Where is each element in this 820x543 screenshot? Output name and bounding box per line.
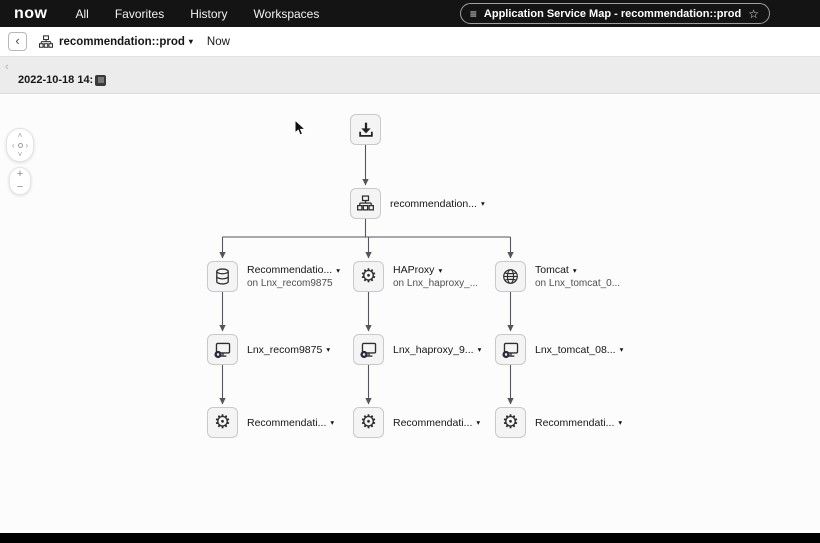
pan-down-icon[interactable]: ˅ [17, 150, 23, 159]
app-node-host: on Lnx_haproxy_... [393, 278, 479, 289]
timestamp-label: 2022-10-18 14: [18, 74, 94, 86]
nav-item-all[interactable]: All [75, 6, 89, 21]
nav-item-workspaces[interactable]: Workspaces [253, 6, 320, 21]
map-node-process-1[interactable]: ⚙ Recommendati... ▾ [207, 407, 334, 438]
sitemap-icon[interactable] [350, 188, 381, 219]
node-menu-caret-icon[interactable]: ▾ [336, 265, 340, 275]
map-node-entry-point[interactable] [350, 114, 381, 145]
database-icon[interactable] [207, 261, 238, 292]
node-menu-caret-icon[interactable]: ▾ [477, 345, 482, 354]
map-node-process-2[interactable]: ⚙ Recommendati... ▾ [353, 407, 480, 438]
map-node-server-recom[interactable]: Lnx_recom9875 ▾ [207, 334, 330, 365]
menu-icon: ≡ [469, 6, 477, 21]
time-mode-now[interactable]: Now [206, 35, 230, 48]
now-logo[interactable]: now [14, 4, 48, 22]
pan-right-icon[interactable]: › [25, 140, 29, 150]
map-node-app-recommendation[interactable]: Recommendatio... ▾ on Lnx_recom9875 [207, 261, 340, 292]
sitemap-icon [39, 34, 53, 49]
app-node-label: HAProxy [393, 264, 435, 276]
time-band: ‹ 2022-10-18 14: [0, 57, 820, 94]
node-menu-caret-icon[interactable]: ▾ [438, 265, 443, 275]
service-map-canvas[interactable]: ˄ ‹ › ˅ + − [0, 95, 820, 533]
server-icon[interactable] [207, 334, 238, 365]
gear-icon[interactable]: ⚙ [353, 407, 384, 438]
service-node-label: recommendation... [390, 197, 477, 210]
node-menu-caret-icon[interactable]: ▾ [326, 345, 331, 354]
connector-lines [219, 145, 514, 405]
main-menu: All Favorites History Workspaces [76, 7, 320, 21]
back-button[interactable]: ‹ [8, 32, 27, 51]
app-node-host: on Lnx_tomcat_0... [535, 278, 621, 289]
node-menu-caret-icon[interactable]: ▾ [480, 199, 485, 208]
node-menu-caret-icon[interactable]: ▾ [476, 418, 481, 427]
gear-icon[interactable]: ⚙ [207, 407, 238, 438]
node-menu-caret-icon[interactable]: ▾ [330, 418, 335, 427]
gear-icon[interactable]: ⚙ [495, 407, 526, 438]
app-node-label: Recommendatio... [247, 264, 333, 276]
map-node-service[interactable]: recommendation... ▾ [350, 188, 485, 219]
page-title: Application Service Map - recommendation… [483, 7, 742, 20]
server-node-label: Lnx_tomcat_08... [535, 343, 616, 356]
app-node-label: Tomcat [535, 264, 569, 276]
mouse-cursor [294, 118, 308, 142]
globe-icon[interactable] [495, 261, 526, 292]
server-icon[interactable] [495, 334, 526, 365]
service-selector-label: recommendation::prod [59, 35, 185, 48]
zoom-out-button[interactable]: − [16, 181, 24, 193]
nav-item-favorites[interactable]: Favorites [114, 6, 165, 21]
nav-item-history[interactable]: History [190, 6, 228, 21]
pan-left-icon[interactable]: ‹ [11, 140, 15, 150]
time-selector-icon[interactable] [95, 74, 107, 86]
map-node-app-haproxy[interactable]: ⚙ HAProxy ▾ on Lnx_haproxy_... [353, 261, 478, 292]
pan-compass[interactable]: ˄ ‹ › ˅ [6, 128, 34, 162]
chevron-down-icon: ▾ [188, 37, 193, 46]
bottom-bar [0, 533, 820, 543]
gear-icon[interactable]: ⚙ [353, 261, 384, 292]
favorite-star-icon[interactable]: ☆ [748, 6, 759, 21]
server-icon[interactable] [353, 334, 384, 365]
map-node-app-tomcat[interactable]: Tomcat ▾ on Lnx_tomcat_0... [495, 261, 620, 292]
process-node-label: Recommendati... [535, 416, 615, 429]
service-selector[interactable]: recommendation::prod ▾ [59, 36, 193, 48]
entry-download-icon[interactable] [350, 114, 381, 145]
top-nav: now All Favorites History Workspaces ≡ A… [0, 0, 820, 27]
map-node-server-haproxy[interactable]: Lnx_haproxy_9... ▾ [353, 334, 481, 365]
server-node-label: Lnx_recom9875 [247, 343, 323, 356]
zoom-control[interactable]: + − [9, 167, 31, 195]
page-title-pill[interactable]: ≡ Application Service Map - recommendati… [459, 3, 770, 24]
pan-up-icon[interactable]: ˄ [17, 131, 23, 140]
collapse-panel-icon[interactable]: ‹ [5, 61, 9, 73]
node-menu-caret-icon[interactable]: ▾ [618, 418, 623, 427]
timestamp-row: 2022-10-18 14: [18, 74, 107, 86]
pan-center-icon[interactable] [17, 142, 23, 148]
process-node-label: Recommendati... [247, 416, 327, 429]
map-node-server-tomcat[interactable]: Lnx_tomcat_08... ▾ [495, 334, 623, 365]
node-menu-caret-icon[interactable]: ▾ [572, 265, 577, 275]
node-menu-caret-icon[interactable]: ▾ [619, 345, 624, 354]
process-node-label: Recommendati... [393, 416, 473, 429]
server-node-label: Lnx_haproxy_9... [393, 343, 474, 356]
map-node-process-3[interactable]: ⚙ Recommendati... ▾ [495, 407, 622, 438]
app-node-host: on Lnx_recom9875 [247, 278, 333, 289]
zoom-in-button[interactable]: + [16, 168, 24, 180]
map-toolbar: ‹ recommendation::prod ▾ Now [0, 27, 820, 57]
